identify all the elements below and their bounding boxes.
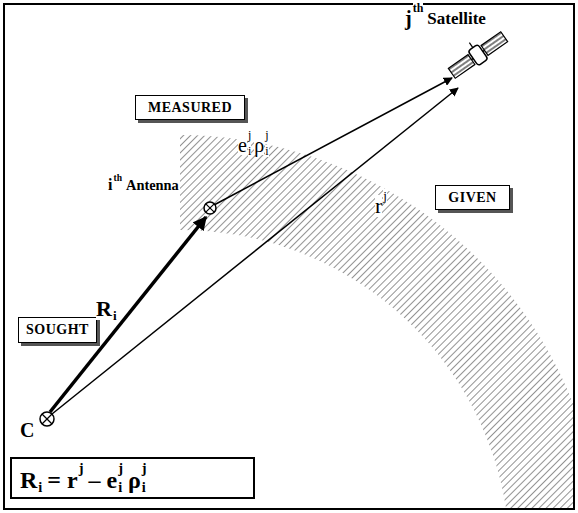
text-label: j — [405, 8, 412, 28]
label-box: SOUGHT — [18, 317, 97, 343]
text-label: C — [20, 420, 34, 440]
text-label: – e — [88, 468, 117, 492]
script-label: i — [142, 480, 146, 494]
text-label: R — [96, 298, 112, 320]
text-label: Antenna — [126, 178, 179, 192]
box-text: GIVEN — [448, 191, 496, 205]
script-label: j — [265, 129, 268, 141]
center-symbol — [40, 412, 54, 426]
script-label: i — [248, 145, 251, 157]
script-label: i — [265, 145, 268, 157]
text-label: ρ — [128, 468, 141, 492]
box-text: MEASURED — [148, 101, 232, 115]
text-label: e — [238, 135, 247, 155]
text-label: ρ — [254, 135, 264, 155]
text-label: r — [375, 195, 382, 217]
script-label: th — [413, 2, 424, 14]
frame — [4, 4, 574, 509]
text-label: = r — [47, 468, 77, 492]
range-vector — [214, 78, 452, 205]
script-label: j — [248, 129, 251, 141]
satellite-icon — [443, 24, 509, 80]
antenna-symbol — [204, 202, 216, 214]
script-label: j — [118, 461, 123, 475]
text-label: i — [108, 177, 112, 193]
position-vector — [50, 217, 206, 412]
script-label: j — [142, 461, 147, 475]
script-label: i — [113, 309, 117, 322]
script-label: th — [113, 173, 122, 183]
script-label: i — [38, 480, 42, 494]
label-box: MEASURED — [135, 95, 245, 120]
label-box: GIVEN — [435, 185, 510, 210]
satellite-vector — [52, 88, 458, 414]
script-label: i — [118, 480, 122, 494]
box-text: SOUGHT — [26, 323, 89, 337]
script-label: j — [79, 461, 84, 475]
text-label: R — [20, 468, 37, 492]
formula-box: Ri= rj– eijρij — [10, 457, 255, 499]
script-label: j — [383, 189, 387, 202]
text-label: Satellite — [427, 10, 486, 27]
